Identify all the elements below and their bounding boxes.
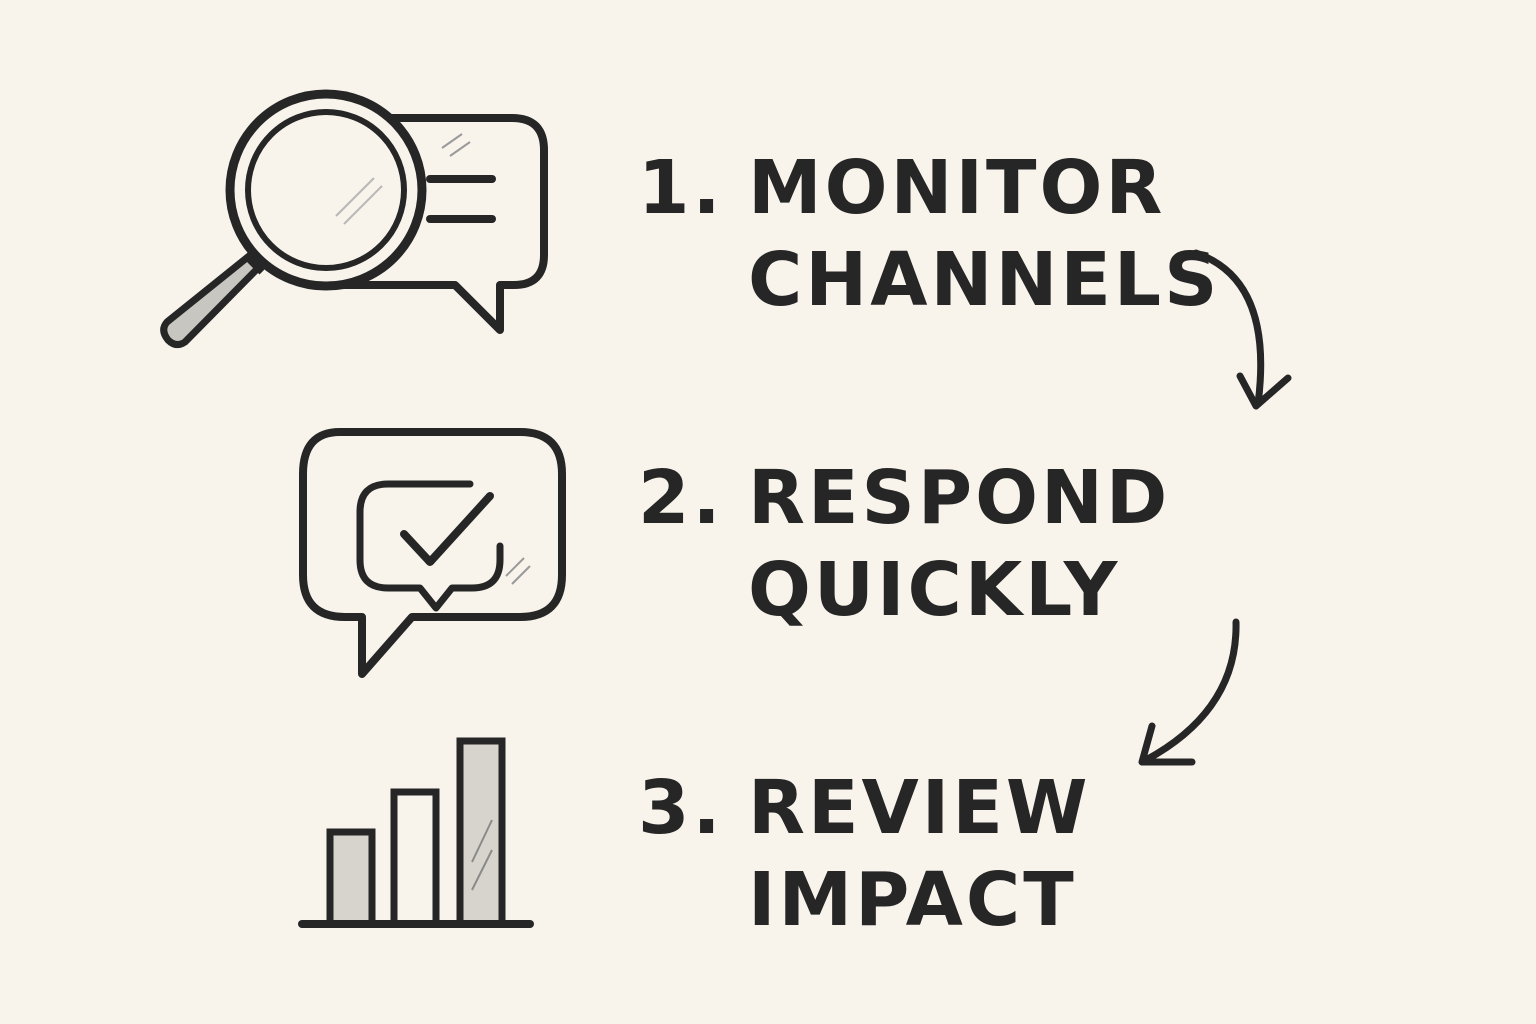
bar-chart-icon: [298, 737, 534, 928]
magnifier-chat-icon: [160, 89, 548, 349]
step-3-title-line2: IMPACT: [748, 857, 1077, 943]
arrow-step2-to-step3-icon: [1138, 618, 1240, 766]
step-3-number: 3.: [638, 765, 724, 851]
step-1: 1. MONITOR CHANNELS: [638, 142, 1217, 326]
step-2: 2. RESPOND QUICKLY: [638, 452, 1198, 636]
step-3-title-line1: REVIEW: [748, 765, 1091, 851]
step-1-number: 1.: [638, 145, 724, 231]
bar-large: [456, 737, 506, 928]
chat-check-icon: [299, 428, 566, 678]
step-2-title-line1: RESPOND: [748, 455, 1171, 541]
bar-medium: [390, 788, 440, 928]
step-1-title-line1: MONITOR: [748, 145, 1166, 231]
step-1-title-line2: CHANNELS: [748, 237, 1221, 323]
arrow-step1-to-step2-icon: [1192, 249, 1292, 410]
step-2-title-line2: QUICKLY: [748, 547, 1121, 633]
step-3: 3. REVIEW IMPACT: [638, 762, 1198, 946]
step-2-number: 2.: [638, 455, 724, 541]
bar-small: [326, 828, 376, 928]
